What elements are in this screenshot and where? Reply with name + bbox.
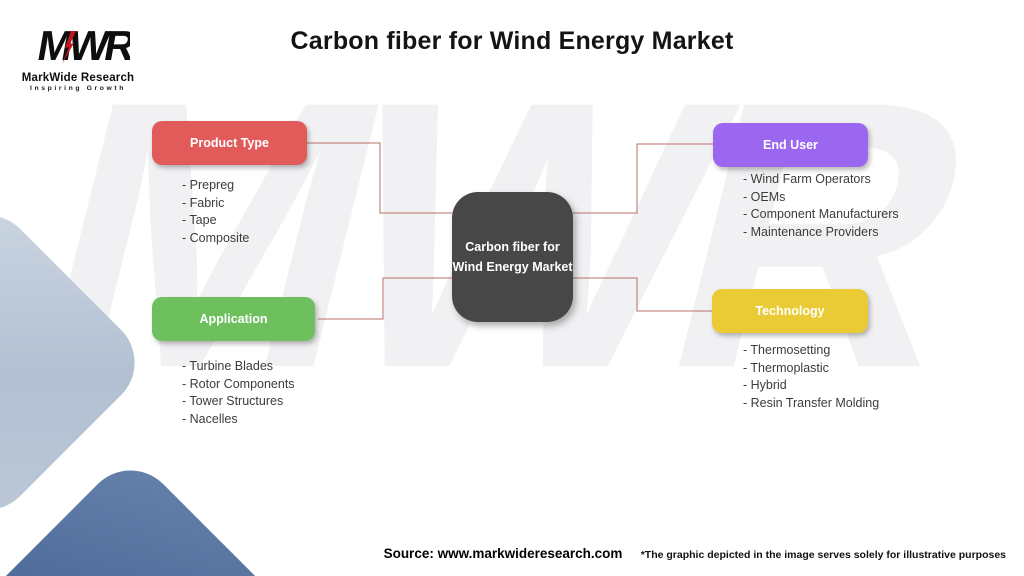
list-item: - Wind Farm Operators	[743, 172, 871, 186]
category-box-technology: Technology	[712, 289, 868, 333]
list-item: - Fabric	[182, 195, 225, 210]
list-item: - Turbine Blades	[182, 359, 274, 373]
list-item: - OEMs	[743, 189, 786, 204]
application-items: - Turbine Blades - Rotor Components - To…	[182, 358, 295, 428]
list-item: - Tower Structures	[182, 394, 284, 409]
list-item: - Hybrid	[743, 378, 787, 393]
list-item: - Thermosetting	[743, 343, 831, 357]
svg-text:MWR: MWR	[34, 24, 130, 69]
category-box-end-user: End User	[713, 123, 868, 167]
list-item: - Nacelles	[182, 411, 238, 426]
mwr-logo-icon: MWR	[34, 22, 139, 69]
logo-tagline: Inspiring Growth	[30, 85, 126, 92]
list-item: - Tape	[182, 213, 217, 228]
list-item: - Resin Transfer Molding	[743, 395, 880, 410]
logo-company-name: MarkWide Research	[21, 72, 135, 84]
center-node-carbon-fiber: Carbon fiber for Wind Energy Market	[452, 192, 573, 322]
disclaimer-text: *The graphic depicted in the image serve…	[640, 549, 1006, 561]
logo-bolt-accent	[62, 31, 76, 64]
markwide-logo: MWR MarkWide Research Inspiring Growth	[20, 22, 139, 92]
product-type-items: - Prepreg - Fabric - Tape - Composite	[182, 177, 249, 247]
list-item: - Composite	[182, 230, 250, 245]
technology-items: - Thermosetting - Thermoplastic - Hybrid…	[743, 342, 879, 412]
list-item: - Prepreg	[182, 178, 235, 192]
source-text: Source: www.markwideresearch.com	[383, 546, 623, 561]
end-user-items: - Wind Farm Operators - OEMs - Component…	[743, 171, 899, 241]
list-item: - Component Manufacturers	[743, 207, 899, 222]
list-item: - Thermoplastic	[743, 360, 829, 375]
list-item: - Rotor Components	[182, 376, 295, 391]
category-box-product-type: Product Type	[152, 121, 307, 165]
list-item: - Maintenance Providers	[743, 224, 879, 239]
page-title: Carbon fiber for Wind Energy Market	[290, 27, 734, 55]
category-box-application: Application	[152, 297, 315, 341]
